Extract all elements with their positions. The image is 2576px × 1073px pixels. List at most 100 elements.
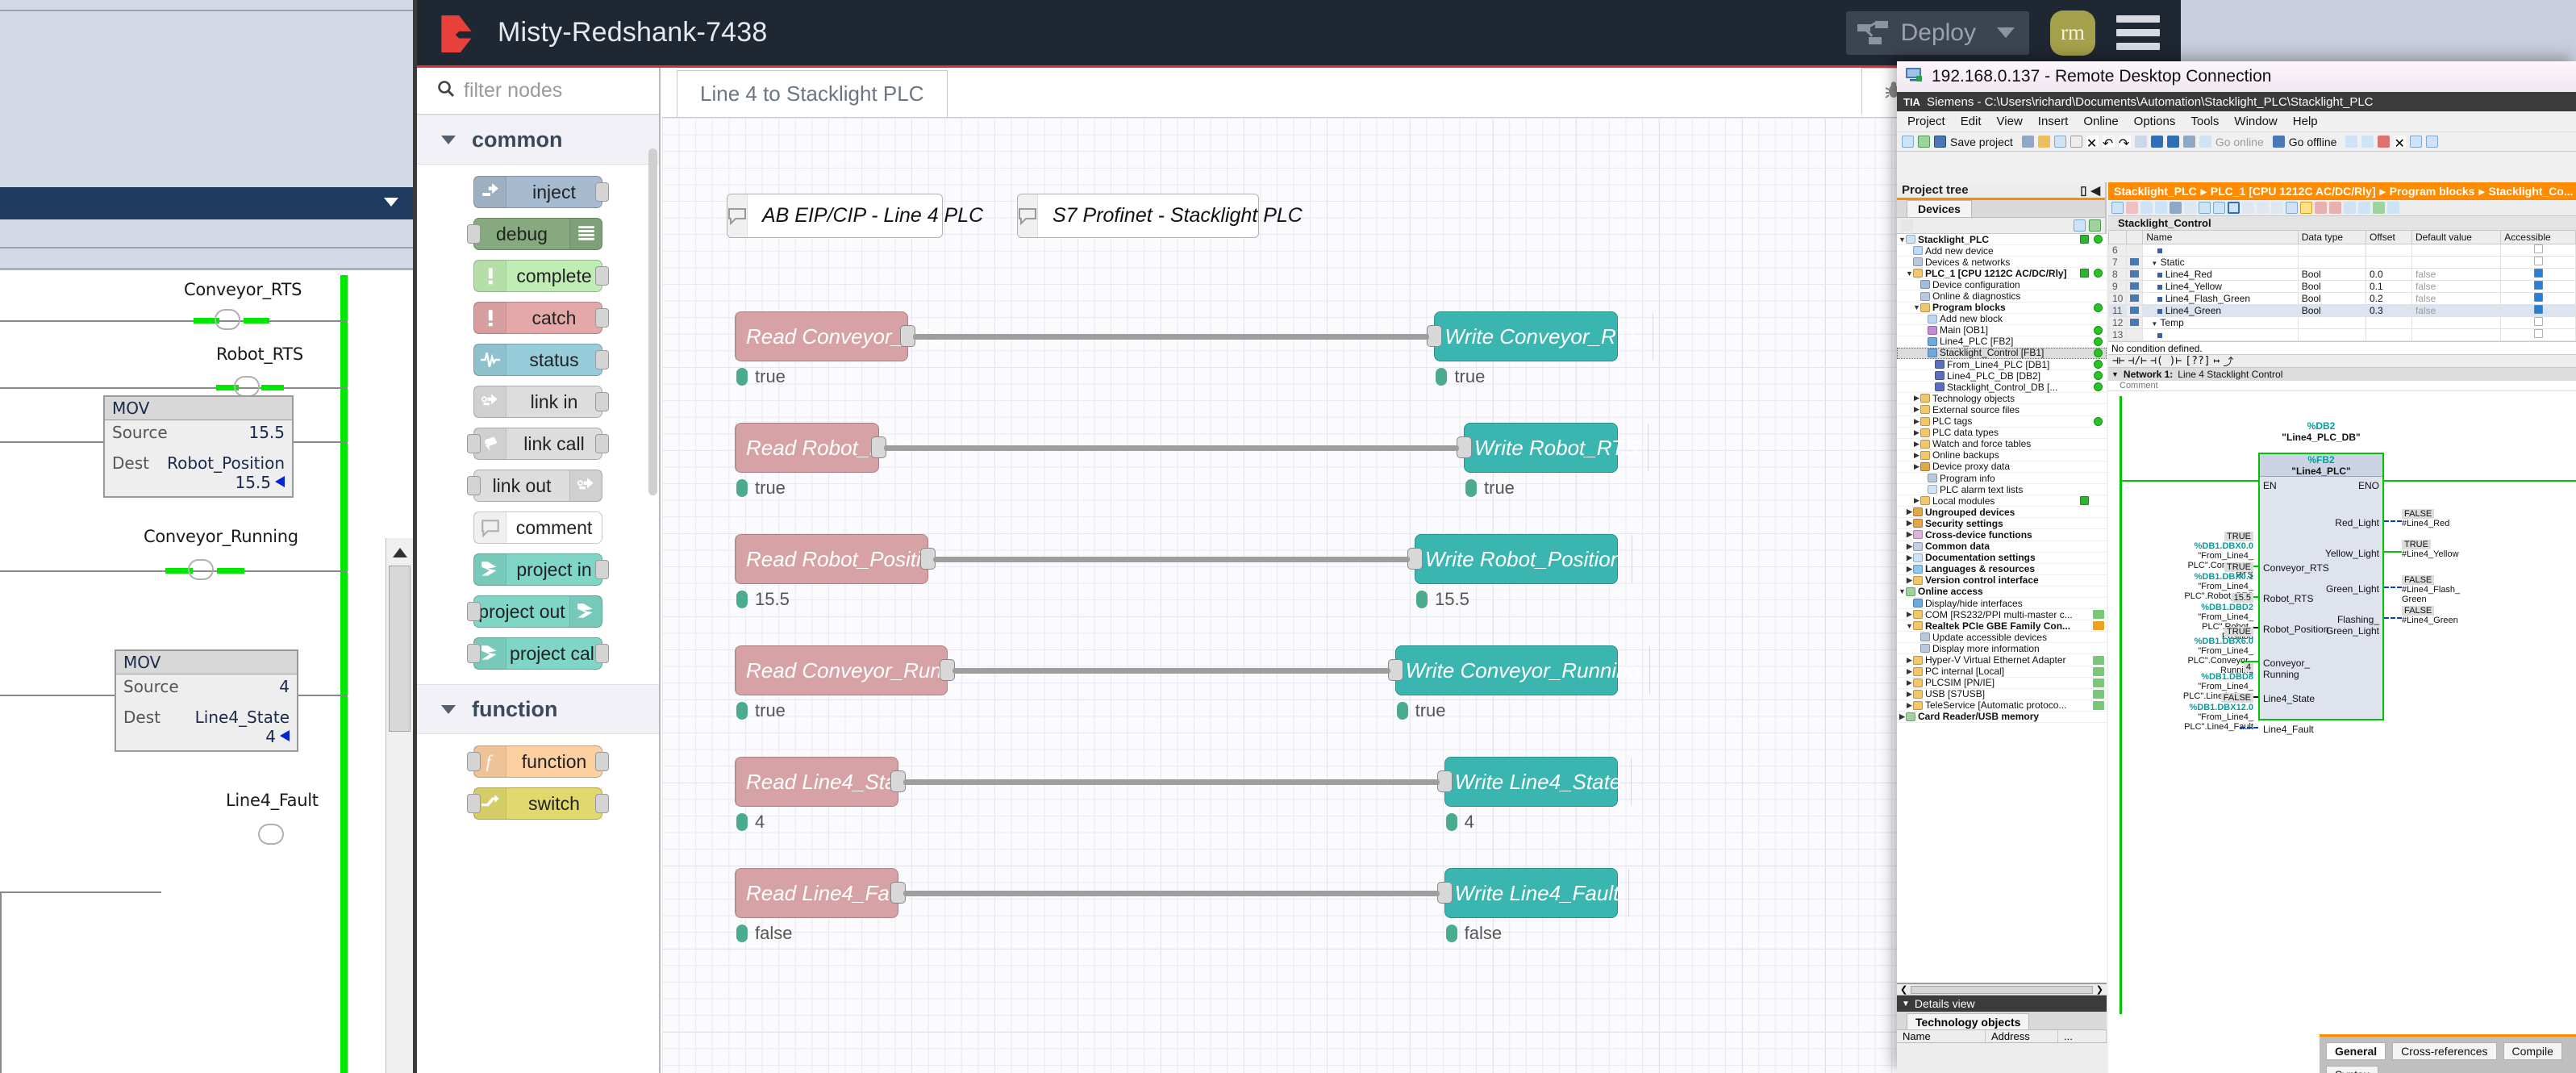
show-absolute-icon[interactable] <box>2199 202 2211 214</box>
scrollbar-thumb[interactable] <box>389 566 411 732</box>
cell-accessible[interactable] <box>2501 305 2576 317</box>
expand-networks-icon[interactable] <box>2286 202 2298 214</box>
redo-icon[interactable]: ↷ <box>2119 136 2131 148</box>
expand-icon[interactable]: ▶ <box>1906 519 1913 528</box>
palette-category-function[interactable]: function <box>417 684 659 734</box>
palette-filter[interactable]: filter nodes <box>417 68 659 115</box>
tree-item-online-access[interactable]: ▼Online access <box>1897 587 2107 598</box>
cell-name[interactable] <box>2143 329 2298 341</box>
chevron-down-icon[interactable] <box>1997 27 2015 38</box>
node-palette[interactable]: filter nodes commoninjectdebugcompleteca… <box>417 68 661 1073</box>
diagnostics-icon[interactable] <box>2345 136 2357 148</box>
expand-icon[interactable]: ▼ <box>1906 269 1913 278</box>
column-offset[interactable]: Offset <box>2366 231 2411 244</box>
table-row[interactable]: 6 <box>2109 244 2576 257</box>
scroll-right-icon[interactable]: ❯ <box>2093 984 2107 995</box>
function-block-call[interactable]: %FB2 "Line4_PLC" EN ENO Conveyor_RTSRobo… <box>2258 453 2384 720</box>
tree-item-documentation-settings[interactable]: ▶Documentation settings <box>1897 553 2107 564</box>
tree-item-stacklight-control-fb1[interactable]: Stacklight_Control [FB1] <box>1897 348 2107 359</box>
tree-item-from-line4-plc-db1[interactable]: From_Line4_PLC [DB1] <box>1897 359 2107 370</box>
cell-default-value[interactable]: false <box>2411 293 2500 305</box>
cell-default-value[interactable]: false <box>2411 281 2500 293</box>
tree-item-plc-alarm-text-lists[interactable]: PLC alarm text lists <box>1897 484 2107 495</box>
split-h-icon[interactable] <box>2410 136 2422 148</box>
cell-accessible[interactable] <box>2501 329 2576 341</box>
node-output-port[interactable] <box>595 560 609 579</box>
node-output-port[interactable] <box>595 308 609 328</box>
cell-accessible[interactable] <box>2501 257 2576 269</box>
insert2-icon[interactable] <box>2155 202 2167 214</box>
tree-item-add-new-device[interactable]: Add new device <box>1897 245 2107 257</box>
tree-item-update-accessible-devices[interactable]: Update accessible devices <box>1897 632 2107 643</box>
tree-item-devices-networks[interactable]: Devices & networks <box>1897 257 2107 268</box>
tree-item-com-rs232-ppi-multi-master-c[interactable]: ▶COM [RS232/PPI multi-master c... <box>1897 609 2107 620</box>
node-input-port[interactable] <box>467 476 481 495</box>
expand-icon[interactable]: ▼ <box>1899 587 1906 595</box>
menu-edit[interactable]: Edit <box>1961 115 1982 128</box>
tree-export-icon[interactable] <box>2089 219 2101 232</box>
node-output-port[interactable] <box>595 392 609 411</box>
expand-icon[interactable]: ▶ <box>1906 701 1913 710</box>
tree-item-pc-internal-local[interactable]: ▶PC internal [Local] <box>1897 666 2107 678</box>
mov-instruction-block[interactable]: MOV Source4 DestLine4_State 4 <box>115 649 298 752</box>
start-cpu-icon[interactable] <box>2361 136 2374 148</box>
palette-node-link-out[interactable]: link out <box>473 470 602 502</box>
fb-output-operand[interactable]: FALSE#Line4_Green <box>2402 606 2539 625</box>
node-input-port[interactable] <box>467 794 481 813</box>
chevron-down-icon[interactable]: ▼ <box>2111 370 2119 378</box>
flow-node-write[interactable]: Write Line4_State <box>1444 757 1618 807</box>
cell-data-type[interactable] <box>2298 317 2366 329</box>
editor-toolbar[interactable] <box>2108 200 2576 216</box>
tree-item-plcsim-pn-ie[interactable]: ▶PLCSIM [PN/IE] <box>1897 678 2107 689</box>
palette-node-function[interactable]: ffunction <box>473 745 602 778</box>
tree-item-device-proxy-data[interactable]: ▶Device proxy data <box>1897 461 2107 473</box>
flow-node-write[interactable]: Write Robot_RTS <box>1464 423 1618 473</box>
expand-icon[interactable]: ▶ <box>1913 394 1920 403</box>
go-offline-label[interactable]: Go offline <box>2289 136 2337 148</box>
node-output-port[interactable] <box>595 266 609 286</box>
cell-default-value[interactable] <box>2411 329 2500 341</box>
insert-icon[interactable] <box>2140 202 2153 214</box>
zoom-out-icon[interactable] <box>2257 202 2269 214</box>
tree-item-languages-resources[interactable]: ▶Languages & resources <box>1897 564 2107 575</box>
scroll-up-icon[interactable] <box>393 548 407 557</box>
upload-icon[interactable] <box>2167 136 2179 148</box>
cell-data-type[interactable] <box>2298 257 2366 269</box>
tree-item-common-data[interactable]: ▶Common data <box>1897 541 2107 553</box>
cell-accessible[interactable] <box>2501 281 2576 293</box>
pointer-icon[interactable] <box>2170 202 2182 214</box>
tree-item-ungrouped-devices[interactable]: ▶Ungrouped devices <box>1897 507 2107 518</box>
menu-options[interactable]: Options <box>2134 115 2176 128</box>
inspector-tab-syntax[interactable]: Syntax <box>2326 1066 2378 1073</box>
tree-item-local-modules[interactable]: ▶Local modules <box>1897 495 2107 507</box>
deploy-button[interactable]: Deploy <box>1846 11 2029 55</box>
close-branch-icon[interactable]: ⤴ <box>2223 353 2233 369</box>
cell-name[interactable]: ▼ Temp <box>2143 317 2298 329</box>
tree-item-card-reader-usb-memory[interactable]: ▶Card Reader/USB memory <box>1897 712 2107 723</box>
expand-icon[interactable]: ▶ <box>1906 507 1913 516</box>
chevron-down-icon[interactable]: ▼ <box>1902 1000 1910 1008</box>
node-input-port[interactable] <box>467 752 481 771</box>
node-link-wire[interactable] <box>884 445 1459 451</box>
cell-data-type[interactable] <box>2298 244 2366 257</box>
print-icon[interactable] <box>2022 136 2034 148</box>
palette-node-project-in[interactable]: project in <box>473 553 602 586</box>
flow-node-read[interactable]: Read Line4_State <box>735 757 898 807</box>
open-branch-icon[interactable]: ↦ <box>2214 355 2220 367</box>
flow-node-write[interactable]: Write Line4_Fault <box>1444 868 1618 918</box>
tree-item-realtek-pcie-gbe-family-con[interactable]: ▼Realtek PCIe GBE Family Con... <box>1897 620 2107 632</box>
menu-hamburger-icon[interactable] <box>2116 15 2160 50</box>
tree-item-line4-plc-db-db2[interactable]: Line4_PLC_DB [DB2] <box>1897 370 2107 382</box>
expand-icon[interactable]: ▶ <box>1913 462 1920 471</box>
modify-icon[interactable] <box>2358 202 2370 214</box>
collapse-networks-icon[interactable] <box>2271 202 2283 214</box>
palette-scrollbar[interactable] <box>648 148 657 495</box>
cell-name[interactable]: Line4_Flash_Green <box>2143 293 2298 305</box>
table-row[interactable]: 13 <box>2109 329 2576 341</box>
node-link-wire[interactable] <box>903 779 1439 785</box>
block-interface-table[interactable]: NameData typeOffsetDefault valueAccessib… <box>2108 230 2576 341</box>
node-output-port[interactable] <box>595 434 609 453</box>
palette-node-complete[interactable]: complete <box>473 260 602 292</box>
copy-icon[interactable] <box>2054 136 2066 148</box>
breadcrumb[interactable]: Stacklight_PLC▸PLC_1 [CPU 1212C AC/DC/Rl… <box>2108 182 2576 200</box>
